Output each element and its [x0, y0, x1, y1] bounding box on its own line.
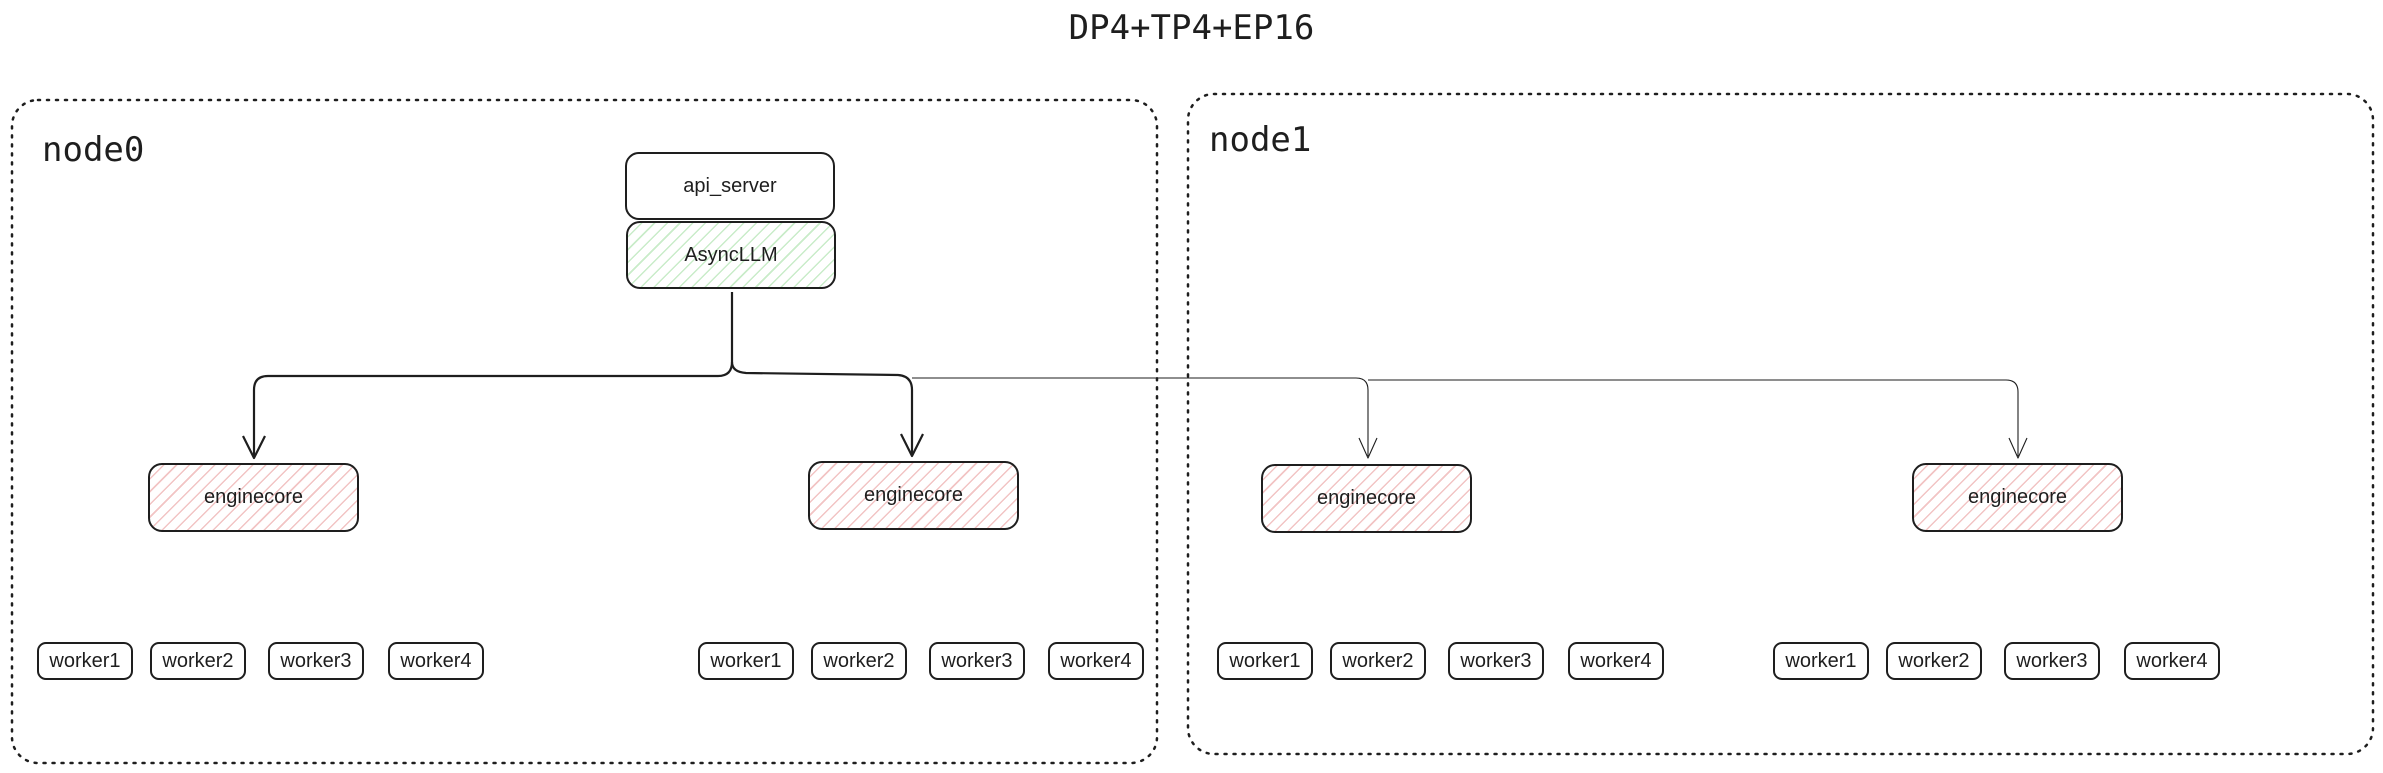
node0-label: node0	[42, 130, 145, 170]
node0-engine1-worker3: worker3	[268, 642, 364, 680]
connector-to-node1-enginecore-2	[1368, 379, 2019, 456]
node1-label: node1	[1209, 120, 1312, 160]
connector-to-node1-enginecore-1	[912, 377, 1369, 456]
node0-enginecore-2: enginecore	[808, 461, 1019, 530]
node0-engine1-worker2: worker2	[150, 642, 246, 680]
node0-enginecore-1: enginecore	[148, 463, 359, 532]
node0-engine1-worker1: worker1	[37, 642, 133, 680]
node1-enginecore-1: enginecore	[1261, 464, 1472, 533]
node0-engine2-worker4: worker4	[1048, 642, 1144, 680]
async-llm-box: AsyncLLM	[626, 221, 836, 289]
node1-engine1-worker2: worker2	[1330, 642, 1426, 680]
node1-engine2-worker2: worker2	[1886, 642, 1982, 680]
connector-to-node0-enginecore-2	[730, 361, 914, 454]
node1-container	[1186, 92, 2375, 756]
node1-engine2-worker3: worker3	[2004, 642, 2100, 680]
node0-engine2-worker2: worker2	[811, 642, 907, 680]
node0-engine2-worker3: worker3	[929, 642, 1025, 680]
node1-engine1-worker3: worker3	[1448, 642, 1544, 680]
api-server-box: api_server	[625, 152, 835, 220]
arrowhead-node1-enginecore-1	[1358, 437, 1378, 459]
node1-engine1-worker1: worker1	[1217, 642, 1313, 680]
diagram-title: DP4+TP4+EP16	[1068, 8, 1315, 48]
node1-engine2-worker1: worker1	[1773, 642, 1869, 680]
node1-engine2-worker4: worker4	[2124, 642, 2220, 680]
arrowhead-node0-enginecore-1	[242, 435, 266, 460]
node0-engine2-worker1: worker1	[698, 642, 794, 680]
node0-engine1-worker4: worker4	[388, 642, 484, 680]
connector-to-node0-enginecore-1	[252, 292, 734, 456]
arrowhead-node1-enginecore-2	[2008, 437, 2028, 459]
arrowhead-node0-enginecore-2	[900, 433, 924, 458]
node1-enginecore-2: enginecore	[1912, 463, 2123, 532]
node0-container	[10, 98, 1159, 765]
node1-engine1-worker4: worker4	[1568, 642, 1664, 680]
